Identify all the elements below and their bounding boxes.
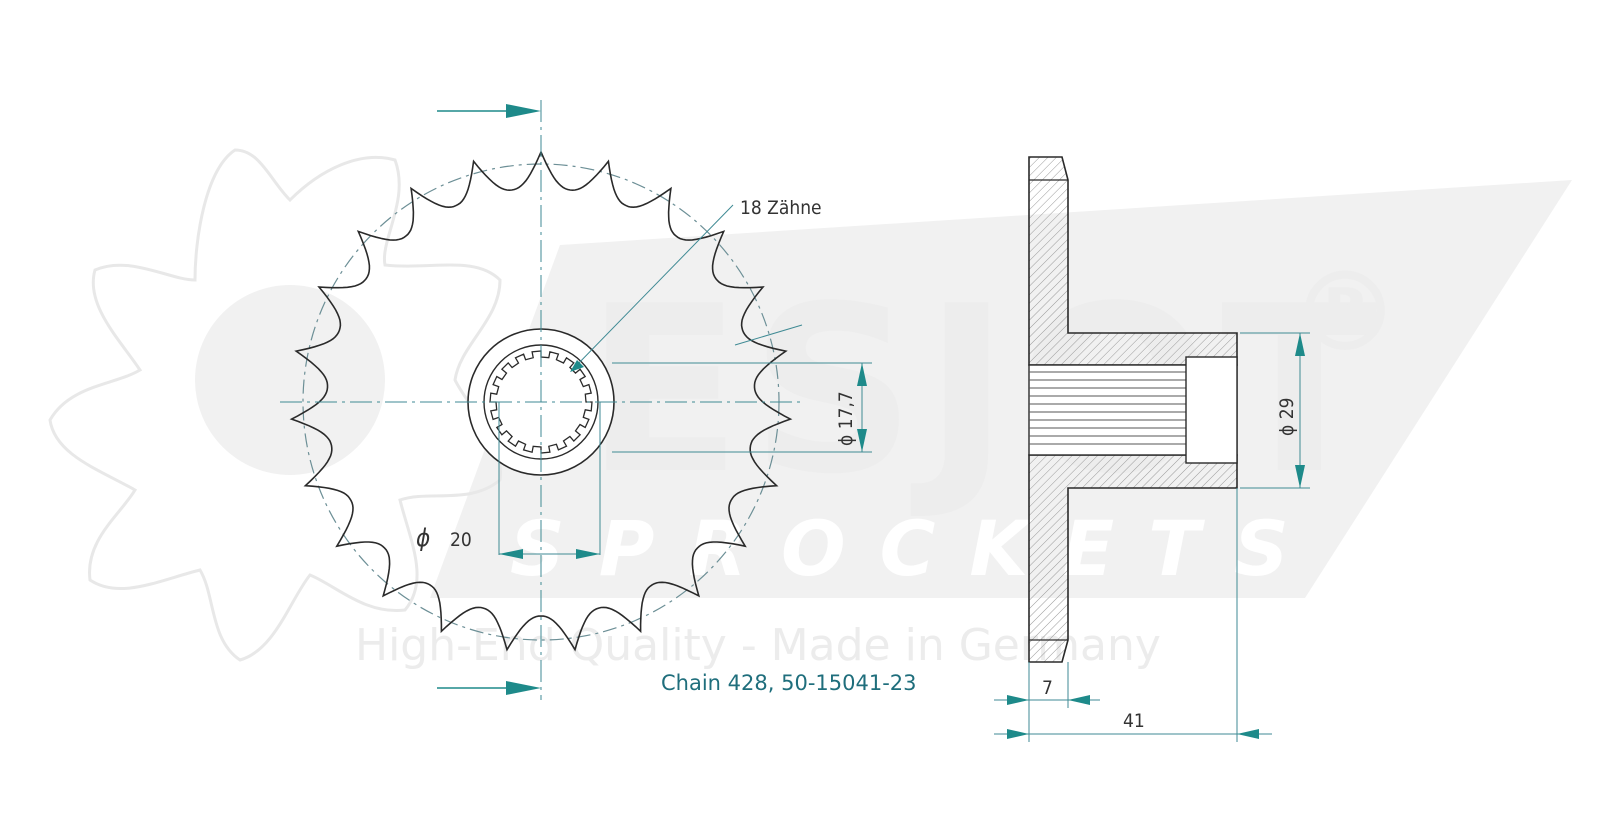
length-dim-arrow-right [1237,729,1259,739]
hub-diameter-symbol: ϕ [416,524,430,552]
collar-dim-arrow-bottom [1295,465,1305,488]
watermark-tagline: High-End Quality - Made in Germany [355,620,1161,671]
length-dim-arrow-left [1007,729,1029,739]
collar-dim-arrow-top [1295,333,1305,356]
watermark: ESJOT ® SPROCKETS High-End Quality - Mad… [48,148,1572,671]
watermark-gear-hub [195,285,385,475]
watermark-brand: ESJOT [585,258,1386,525]
side-spline-lines [1029,371,1186,445]
watermark-subtitle: SPROCKETS [510,504,1323,593]
watermark-registered-mark: ® [1290,248,1408,376]
collar-diameter-label: ϕ 29 [1276,398,1298,436]
spline-dim-arrow-bottom [857,429,867,452]
teeth-leader-arrow [570,360,584,372]
watermark-banner [430,180,1572,598]
teeth-leader-line [573,204,734,369]
hub-dim-arrow-right [576,549,600,559]
tooth-reference-line [734,324,803,346]
hub-dim-arrow-left [499,549,523,559]
teeth-count-label: 18 Zähne [740,197,822,219]
spline-dim-arrow-top [857,363,867,386]
spline-diameter-dimension: ϕ 17,7 [612,362,872,453]
side-section-upper [1028,156,1238,366]
watermark-gear-outline [48,148,502,662]
overall-length-value: 41 [1123,710,1145,732]
section-markers [437,104,541,695]
collar-diameter-dimension: ϕ 29 [1240,332,1310,489]
sprocket-tooth-profile [289,150,793,652]
overall-length-dimension: 41 [994,488,1272,742]
plate-dim-arrow-left [1007,695,1029,705]
section-marker-top-arrow [506,104,541,118]
section-marker-bottom-arrow [506,681,541,695]
sprocket-side-view [1028,156,1238,663]
plate-dim-arrow-right [1068,695,1090,705]
teeth-count-callout: 18 Zähne [570,197,822,372]
plate-thickness-dimension: 7 [994,662,1100,708]
part-caption: Chain 428, 50-15041-23 [661,671,917,695]
side-collar-bore [1185,356,1238,464]
spline-diameter-label: ϕ 17,7 [835,391,857,446]
hub-diameter-dimension: ϕ 20 [416,402,601,559]
plate-thickness-value: 7 [1042,677,1053,699]
hub-diameter-value: 20 [450,529,472,551]
